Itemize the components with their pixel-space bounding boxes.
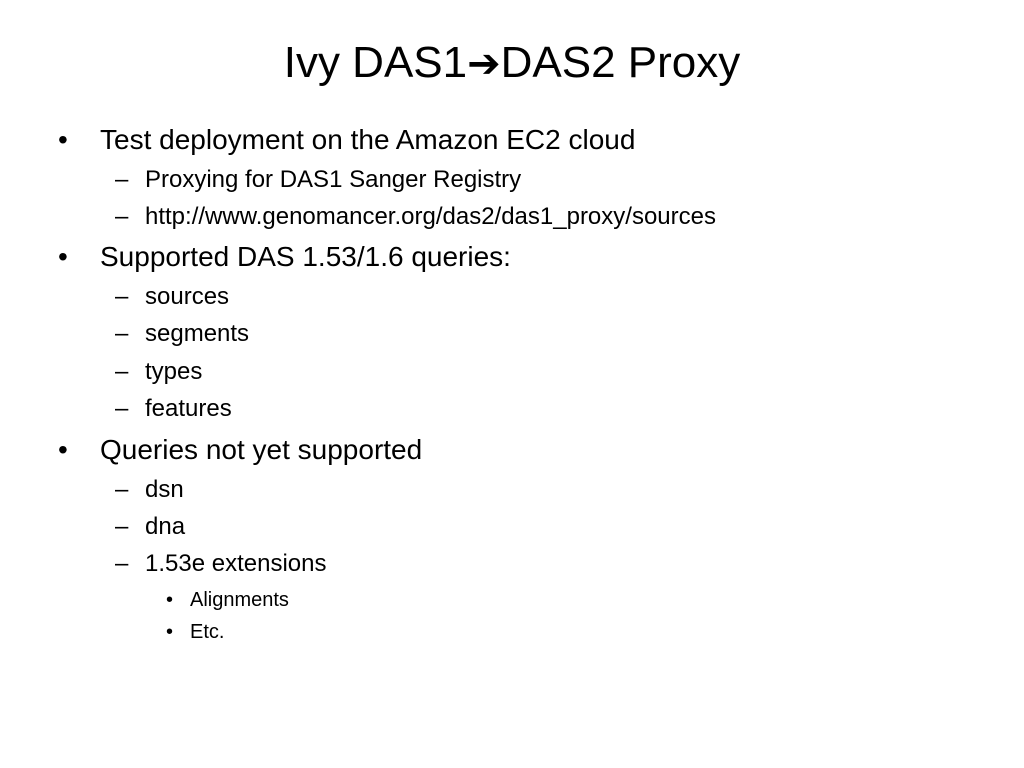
sub-sub-bullet-item: • Etc.: [166, 620, 225, 644]
title-prefix: Ivy DAS1: [283, 38, 468, 87]
title-suffix: DAS2 Proxy: [500, 38, 741, 87]
sub-bullet-item: – types: [115, 357, 203, 387]
sub-bullet-text: sources: [145, 283, 230, 310]
bullet-item: • Test deployment on the Amazon EC2 clou…: [58, 123, 636, 157]
sub-bullet-item: – features: [115, 394, 232, 424]
dash-marker: –: [115, 513, 129, 540]
bullet-marker: •: [58, 434, 68, 465]
sub-bullet-item: – http://www.genomancer.org/das2/das1_pr…: [115, 202, 716, 232]
sub-bullet-item: – 1.53e extensions: [115, 549, 327, 579]
dash-marker: –: [115, 283, 129, 310]
bullet-text: Test deployment on the Amazon EC2 cloud: [100, 124, 636, 155]
bullet-text: Supported DAS 1.53/1.6 queries:: [100, 241, 511, 272]
sub-bullet-item: – sources: [115, 282, 230, 312]
sub-bullet-text: types: [145, 358, 203, 385]
slide-title: Ivy DAS1➔DAS2 Proxy: [0, 30, 1024, 97]
sub-sub-bullet-item: • Alignments: [166, 588, 289, 612]
dash-marker: –: [115, 550, 129, 577]
sub-bullet-item: – dna: [115, 512, 186, 542]
dash-marker: –: [115, 476, 129, 503]
sub-bullet-text: dna: [145, 513, 186, 540]
bullet-item: • Supported DAS 1.53/1.6 queries:: [58, 240, 511, 274]
dash-marker: –: [115, 358, 129, 385]
dash-marker: –: [115, 395, 129, 422]
dash-marker: –: [115, 203, 129, 230]
sub-bullet-text: http://www.genomancer.org/das2/das1_prox…: [145, 203, 716, 230]
bullet-marker: •: [58, 241, 68, 272]
bullet-marker: •: [166, 621, 174, 643]
dash-marker: –: [115, 320, 129, 347]
sub-bullet-text: Proxying for DAS1 Sanger Registry: [145, 166, 522, 193]
sub-bullet-text: dsn: [145, 476, 184, 503]
bullet-item: • Queries not yet supported: [58, 433, 423, 467]
sub-bullet-item: – Proxying for DAS1 Sanger Registry: [115, 165, 522, 195]
right-arrow-icon: ➔: [467, 42, 501, 86]
bullet-marker: •: [58, 124, 68, 155]
sub-bullet-text: segments: [145, 320, 250, 347]
bullet-marker: •: [166, 589, 174, 611]
sub-sub-bullet-text: Etc.: [190, 621, 225, 643]
dash-marker: –: [115, 166, 129, 193]
sub-bullet-text: 1.53e extensions: [145, 550, 327, 577]
sub-bullet-text: features: [145, 395, 232, 422]
sub-bullet-item: – segments: [115, 319, 250, 349]
sub-sub-bullet-text: Alignments: [190, 589, 289, 611]
sub-bullet-item: – dsn: [115, 475, 184, 505]
bullet-text: Queries not yet supported: [100, 434, 423, 465]
